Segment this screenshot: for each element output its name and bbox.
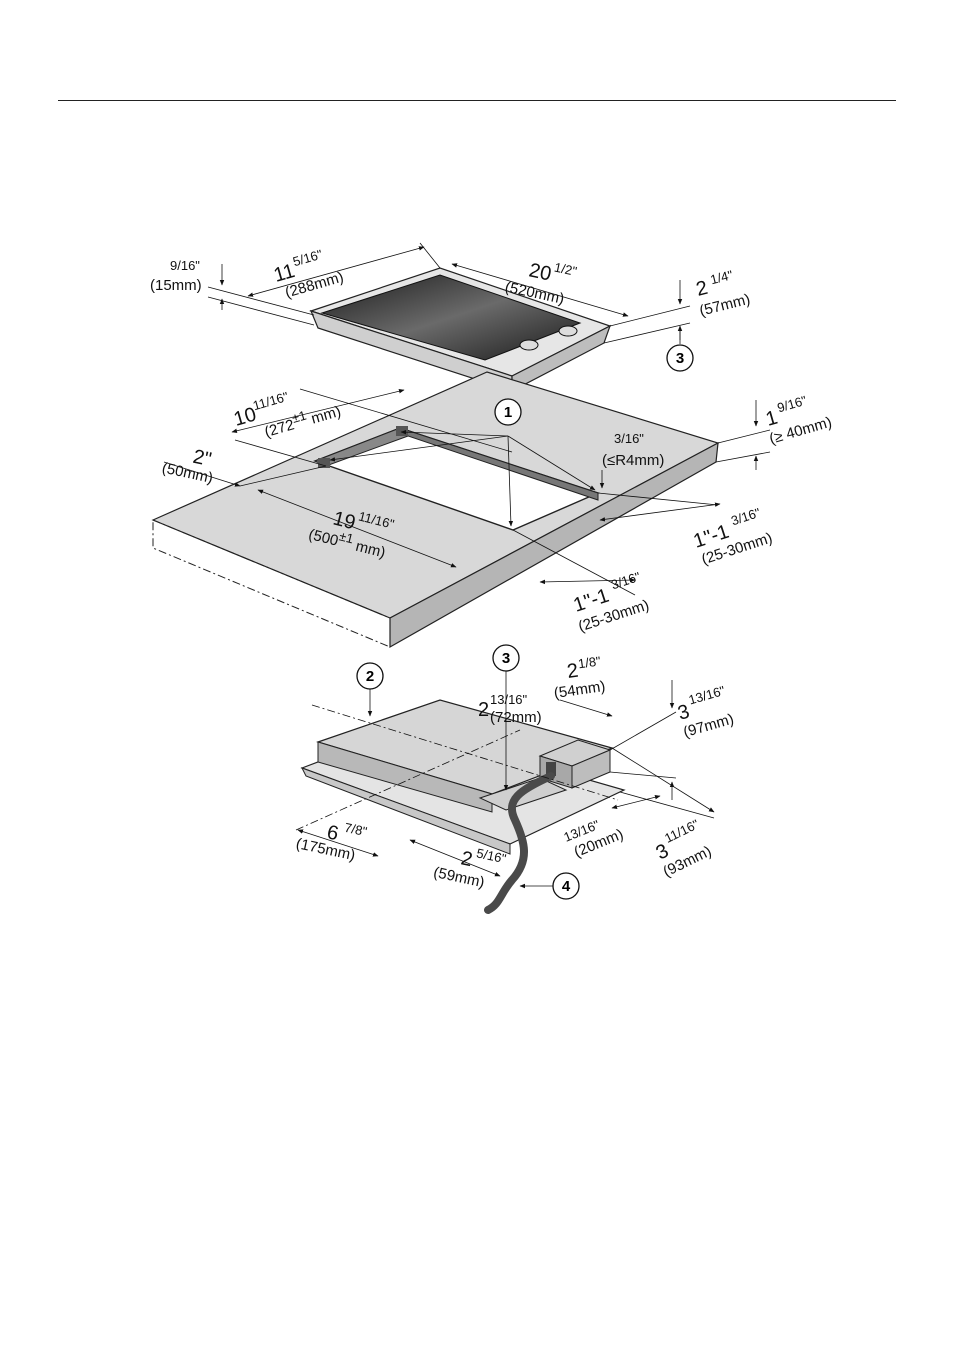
box-a-fraction: 1/8"	[577, 653, 602, 671]
side-clearance-fraction: 3/16"	[609, 569, 642, 593]
corner-radius-mm: (≤R4mm)	[602, 452, 664, 469]
mounting-bracket-icon	[318, 458, 330, 468]
callout-label: 3	[676, 350, 684, 367]
header-rule	[58, 100, 896, 101]
box-e-fraction: 11/16"	[662, 816, 701, 846]
cutout-depth-mm: (272	[263, 416, 297, 441]
cable-socket-icon	[546, 762, 556, 776]
underside-flange-edge	[300, 767, 511, 855]
cutout-depth-tolerance: ±1	[290, 408, 308, 426]
callout-4: 4	[552, 872, 580, 900]
countertop-front-dashed	[152, 519, 391, 648]
box-b-mm: (72mm)	[490, 709, 542, 726]
power-cable-icon	[484, 772, 555, 914]
callout-label: 4	[562, 878, 571, 895]
offset-f-whole: 6	[325, 821, 340, 845]
overhang-fraction: 9/16"	[170, 258, 200, 273]
offset-g-whole: 2	[459, 847, 474, 871]
cutout-depth-fraction: 11/16"	[251, 389, 290, 413]
callout-3-bottom: 3	[492, 644, 520, 672]
underside-body-front	[317, 741, 493, 813]
cutout-width-tolerance: ±1	[338, 528, 356, 546]
box-c-fraction: 13/16"	[687, 683, 727, 708]
callout-label: 2	[366, 668, 374, 685]
unit-width-whole: 20	[527, 259, 553, 285]
callout-2: 2	[356, 662, 384, 717]
box-e-mm: (93mm)	[660, 843, 714, 881]
offset-g-fraction: 5/16"	[475, 845, 508, 866]
front-edge-whole: 2"	[191, 446, 213, 471]
corner-radius-fraction: 3/16"	[614, 431, 644, 446]
mounting-bracket-icon	[396, 426, 408, 436]
box-b-whole: 2	[478, 699, 489, 721]
unit-height-fraction: 1/4"	[709, 267, 735, 287]
callout-label: 1	[504, 404, 512, 421]
box-b-fraction: 13/16"	[490, 692, 528, 707]
counter-thickness-fraction: 9/16"	[775, 393, 808, 416]
control-knob-icon	[558, 325, 578, 337]
box-a-mm: (54mm)	[553, 678, 607, 702]
cooktop-underside	[300, 699, 626, 914]
callout-1: 1	[494, 398, 522, 426]
unit-depth-fraction: 5/16"	[291, 246, 324, 269]
unit-width-fraction: 1/2"	[553, 259, 579, 278]
control-knob-icon	[519, 339, 539, 351]
cutout-depth-unit: mm)	[305, 403, 343, 429]
overhang-mm: (15mm)	[150, 277, 202, 294]
cutout-width-mm: (500	[307, 526, 340, 550]
box-a-whole: 2	[566, 660, 580, 683]
cooktop-unit	[309, 267, 612, 392]
callout-3-top: 3	[666, 344, 694, 372]
rear-clearance-fraction: 3/16"	[729, 505, 762, 529]
callout-label: 3	[502, 650, 510, 667]
offset-g-mm: (59mm)	[432, 864, 486, 891]
offset-f-fraction: 7/8"	[343, 820, 369, 839]
cutout-width-whole: 19	[331, 508, 358, 535]
unit-height-whole: 2	[694, 277, 710, 301]
